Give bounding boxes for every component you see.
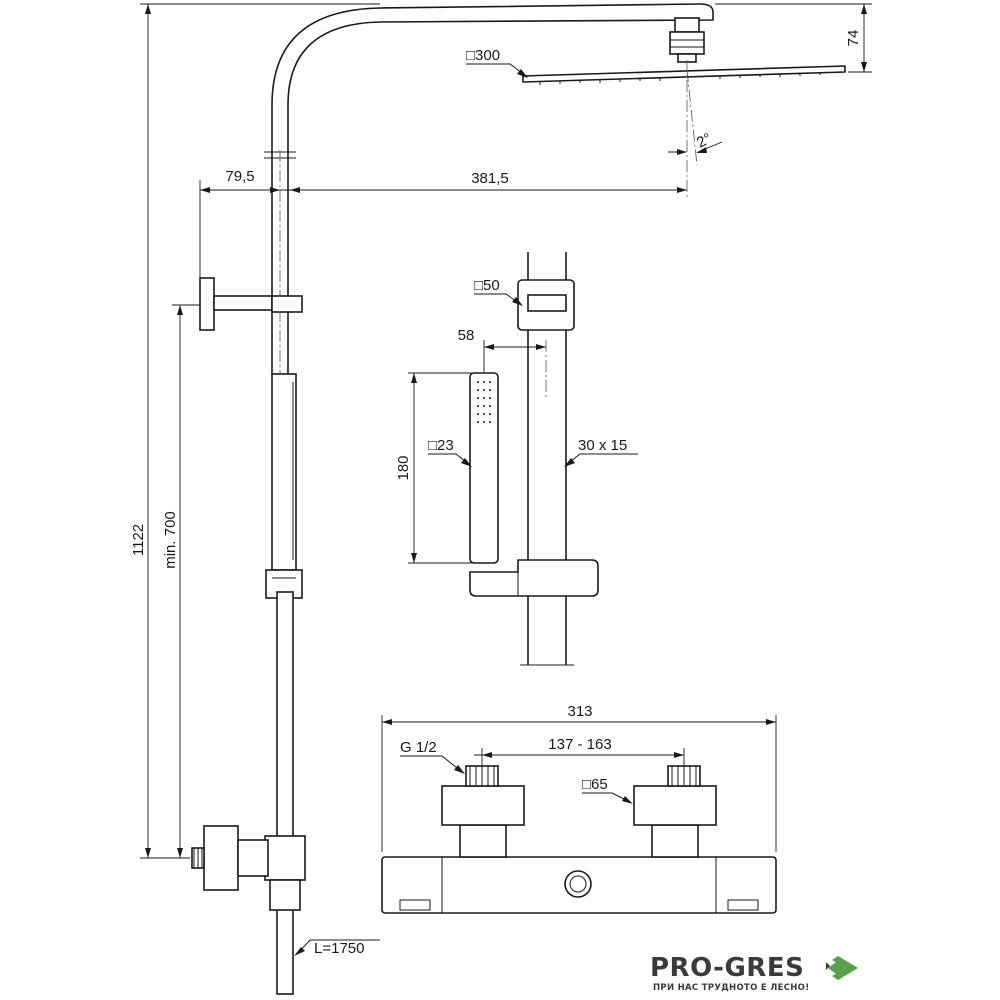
- label-min-height: min. 700: [162, 511, 179, 569]
- dim-hand-size: □23: [428, 437, 472, 467]
- dim-escutcheon-size: □65: [582, 776, 633, 804]
- label-mixer-width: 313: [567, 703, 592, 720]
- label-inlet-thread: G 1/2: [400, 739, 437, 756]
- logo-diamond-icon: [826, 956, 858, 980]
- mixer: [381, 765, 777, 914]
- dim-holder-offset: 58: [458, 327, 546, 372]
- label-total-height: 1122: [130, 524, 147, 556]
- label-hose-length: L=1750: [314, 940, 364, 957]
- label-head-size: □300: [466, 47, 500, 64]
- label-escutcheon-size: □65: [582, 776, 608, 793]
- label-head-height: 74: [845, 30, 862, 47]
- dim-inlet-thread: G 1/2: [400, 739, 465, 774]
- logo-name: PRO-GRES: [650, 953, 804, 983]
- dim-hand-length: 180: [395, 372, 472, 564]
- dim-holder-size: □50: [474, 277, 523, 306]
- label-holder-size: □50: [474, 277, 500, 294]
- rail-detail: [469, 252, 599, 666]
- dim-total-height: 1122: [130, 3, 380, 859]
- dim-tilt: 2°: [668, 130, 723, 155]
- hand-shower-nozzles: [477, 381, 491, 423]
- label-inlet-spacing: 137 - 163: [548, 736, 611, 753]
- shower-arm: [264, 3, 714, 160]
- dim-arm-reach: 79,5 381,5: [199, 168, 687, 290]
- dim-mixer-width: 313: [381, 703, 777, 852]
- label-tilt: 2°: [694, 130, 715, 152]
- dim-rail-profile: 30 x 15: [564, 437, 638, 467]
- label-hand-length: 180: [395, 455, 412, 480]
- label-holder-offset: 58: [458, 327, 475, 344]
- label-rail-profile: 30 x 15: [578, 437, 627, 454]
- dim-hose-length: L=1750: [294, 939, 380, 957]
- dim-head-height: 74: [715, 3, 872, 73]
- label-wall-offset: 79,5: [225, 168, 254, 185]
- shower-head: [522, 17, 846, 85]
- shower-head-nozzles: [539, 72, 821, 85]
- dim-min-height: min. 700: [162, 304, 200, 858]
- dim-head-size: □300: [466, 47, 528, 78]
- dim-inlet-spacing: 137 - 163: [474, 736, 685, 770]
- label-hand-size: □23: [428, 437, 454, 454]
- logo-slogan: ПРИ НАС ТРУДНОТО Е ЛЕСНО!: [653, 983, 809, 993]
- shower-column: [191, 150, 306, 995]
- progres-logo: PRO-GRES ПРИ НАС ТРУДНОТО Е ЛЕСНО!: [650, 953, 858, 993]
- label-arm-reach: 381,5: [471, 170, 509, 187]
